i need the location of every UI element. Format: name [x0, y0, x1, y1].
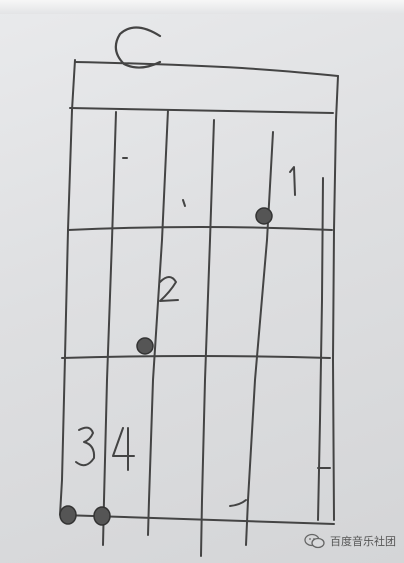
- finger-label-3: [75, 426, 96, 467]
- top-glare: [0, 0, 404, 14]
- string-3: [200, 119, 215, 557]
- fret-line-1: [67, 226, 333, 231]
- finger-dot-2: [136, 337, 154, 355]
- diagram-left-border: [59, 59, 76, 516]
- finger-dot-1: [255, 207, 273, 225]
- finger-dot-4: [93, 506, 111, 526]
- finger-label-2: [159, 276, 179, 302]
- watermark: 百度音乐社团: [304, 533, 396, 549]
- string-1: [102, 111, 117, 546]
- nut-line: [69, 107, 334, 114]
- diagram-top-border: [74, 61, 339, 77]
- string-5: [317, 177, 324, 521]
- diagram-right-border: [332, 75, 339, 521]
- finger-label-4: [112, 427, 135, 471]
- watermark-text: 百度音乐社团: [330, 535, 396, 548]
- string-2: [147, 109, 169, 536]
- finger-dots: [59, 207, 273, 526]
- string-4: [245, 131, 274, 546]
- wechat-icon: [304, 533, 325, 549]
- finger-label-1: [289, 166, 296, 196]
- fret-line-2: [61, 355, 331, 359]
- finger-dot-3: [59, 505, 77, 525]
- chord-name-c: [114, 26, 162, 69]
